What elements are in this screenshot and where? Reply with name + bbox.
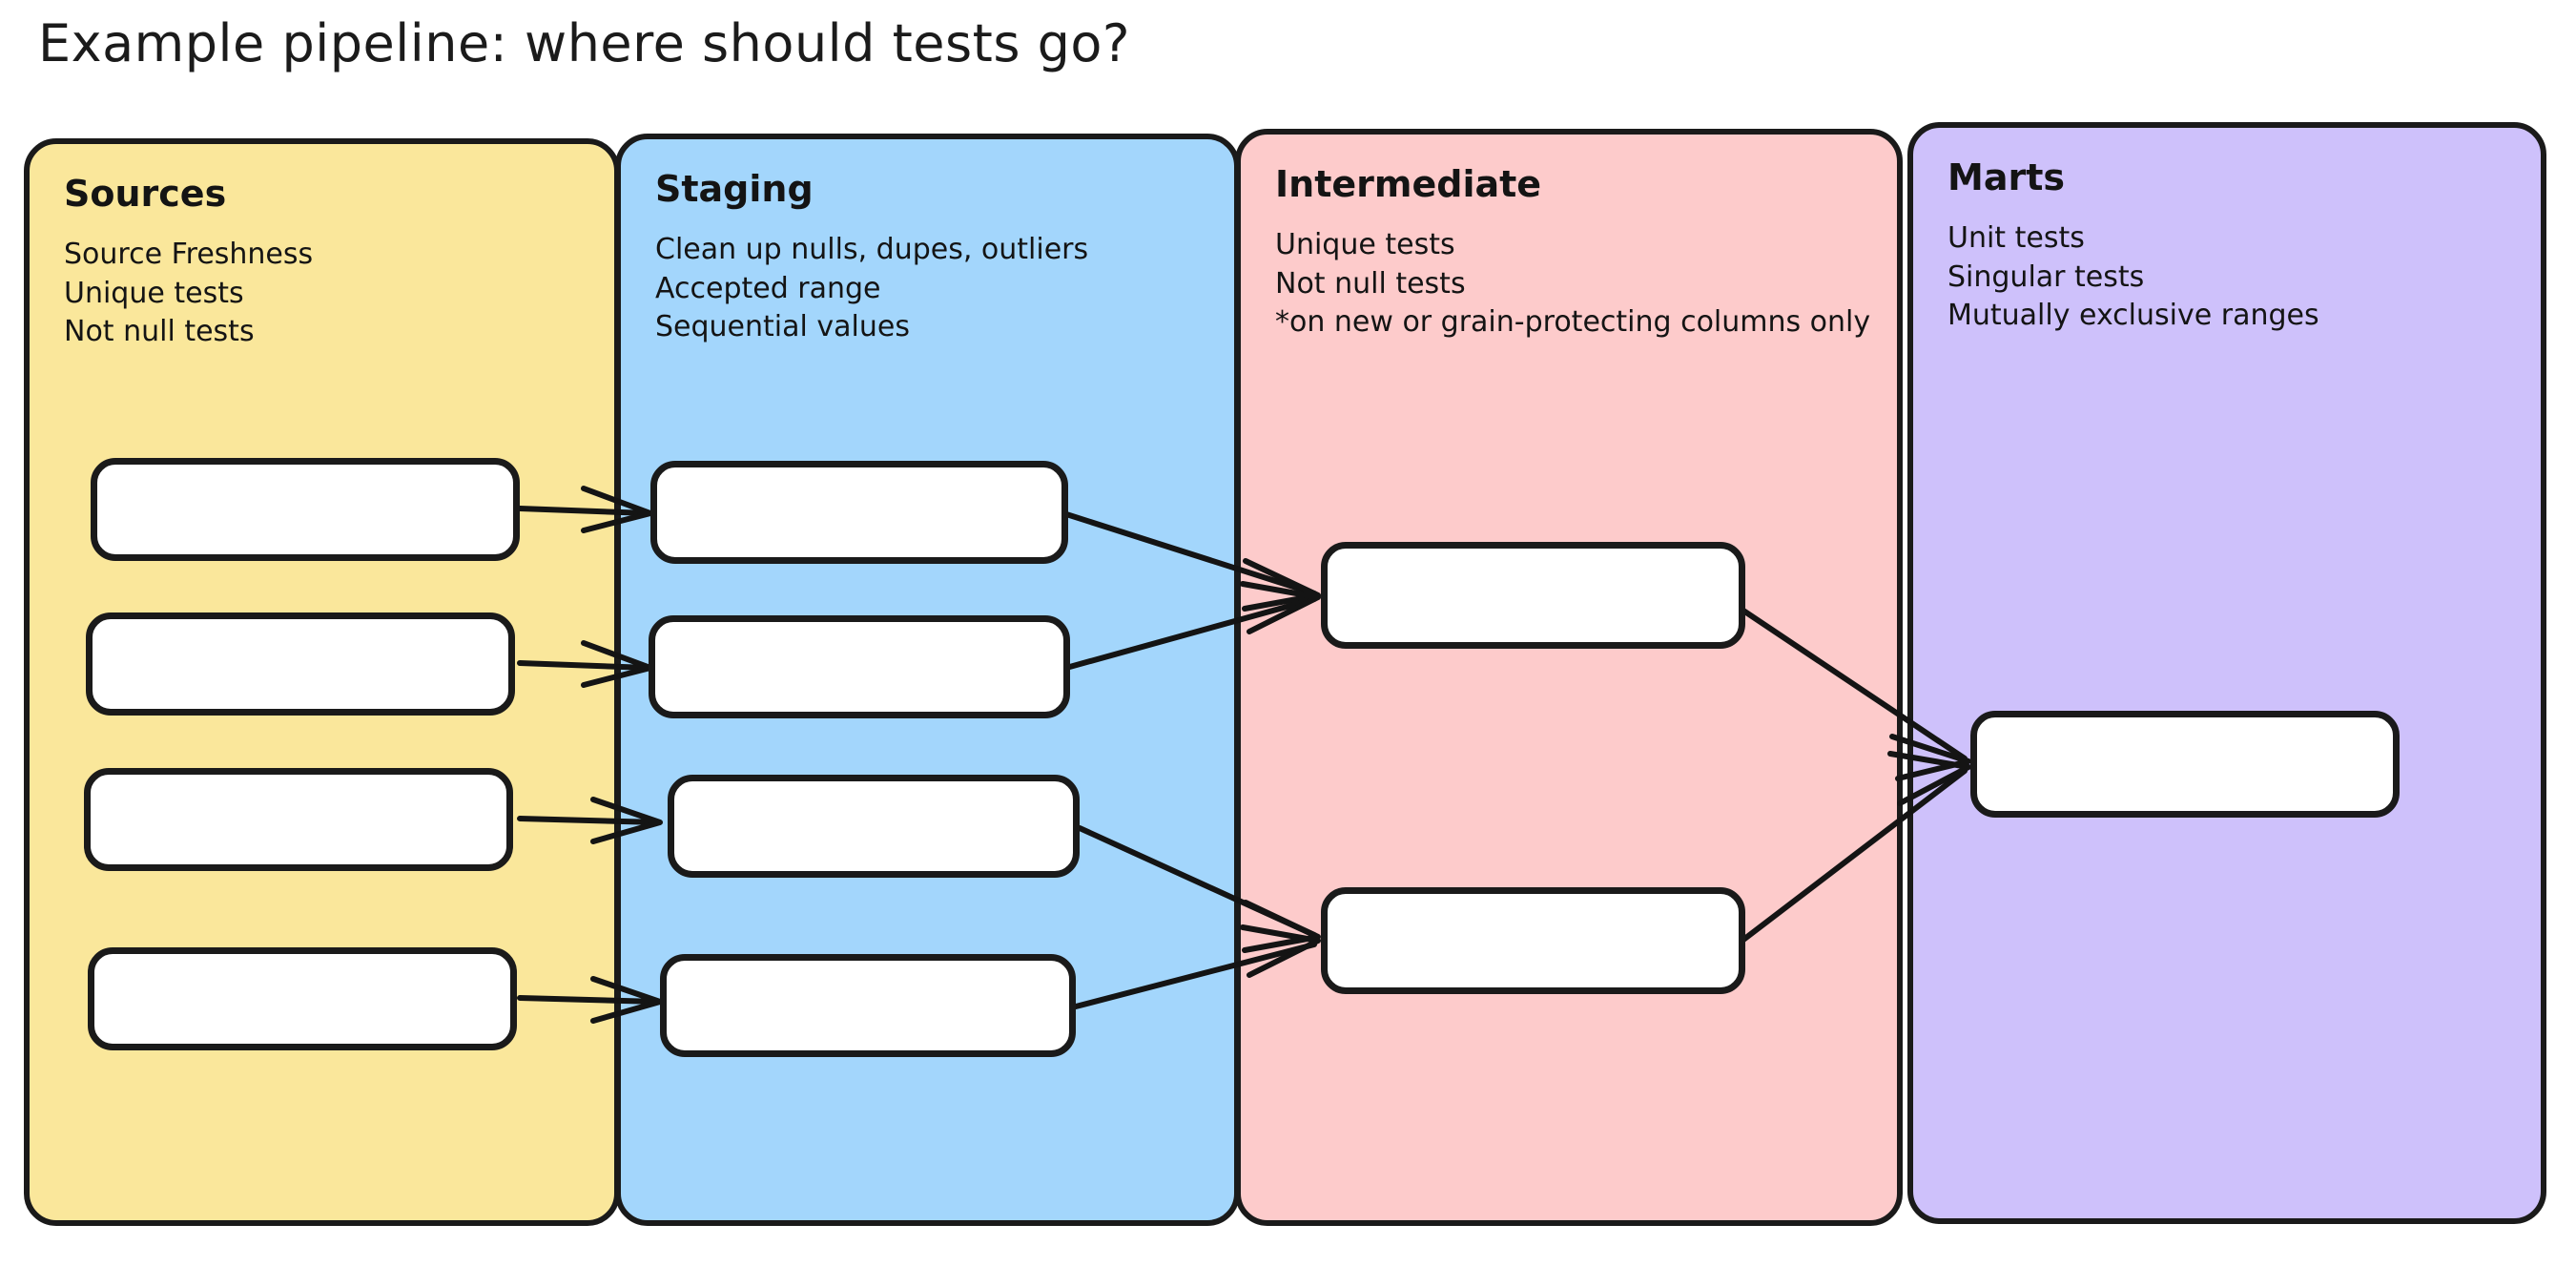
- sources-node-3[interactable]: [84, 768, 513, 871]
- lane-note: Not null tests: [64, 315, 255, 348]
- lane-note: Accepted range: [655, 271, 881, 305]
- sources-node-2[interactable]: [86, 612, 515, 716]
- sources-node-1[interactable]: [91, 458, 520, 561]
- lane-notes-marts: Unit tests Singular tests Mutually exclu…: [1947, 219, 2319, 336]
- marts-node-1[interactable]: [1970, 711, 2400, 818]
- lane-note: Unique tests: [64, 276, 244, 310]
- staging-node-4[interactable]: [660, 954, 1076, 1057]
- lane-note: Unit tests: [1947, 221, 2085, 255]
- intermediate-node-2[interactable]: [1321, 887, 1745, 994]
- staging-node-2[interactable]: [649, 615, 1070, 718]
- lane-marts: Marts Unit tests Singular tests Mutually…: [1907, 122, 2546, 1224]
- lane-title-intermediate: Intermediate: [1275, 163, 1542, 205]
- lane-note: *on new or grain-protecting columns only: [1275, 305, 1871, 339]
- lane-note: Unique tests: [1275, 228, 1455, 261]
- lane-note: Sequential values: [655, 310, 910, 343]
- lane-title-sources: Sources: [64, 173, 227, 215]
- intermediate-node-1[interactable]: [1321, 542, 1745, 649]
- sources-node-4[interactable]: [88, 947, 517, 1050]
- lane-note: Clean up nulls, dupes, outliers: [655, 233, 1089, 266]
- lane-title-staging: Staging: [655, 168, 814, 210]
- lane-title-marts: Marts: [1947, 156, 2065, 198]
- page-title: Example pipeline: where should tests go?: [38, 13, 1131, 73]
- lane-intermediate: Intermediate Unique tests Not null tests…: [1235, 129, 1903, 1226]
- staging-node-3[interactable]: [668, 775, 1080, 878]
- staging-node-1[interactable]: [650, 461, 1068, 564]
- lane-notes-staging: Clean up nulls, dupes, outliers Accepted…: [655, 231, 1088, 347]
- lane-note: Mutually exclusive ranges: [1947, 299, 2319, 332]
- lane-note: Source Freshness: [64, 238, 314, 271]
- lane-notes-intermediate: Unique tests Not null tests *on new or g…: [1275, 226, 1870, 342]
- lane-notes-sources: Source Freshness Unique tests Not null t…: [64, 236, 313, 352]
- lane-note: Not null tests: [1275, 266, 1466, 301]
- lane-note: Singular tests: [1947, 259, 2145, 294]
